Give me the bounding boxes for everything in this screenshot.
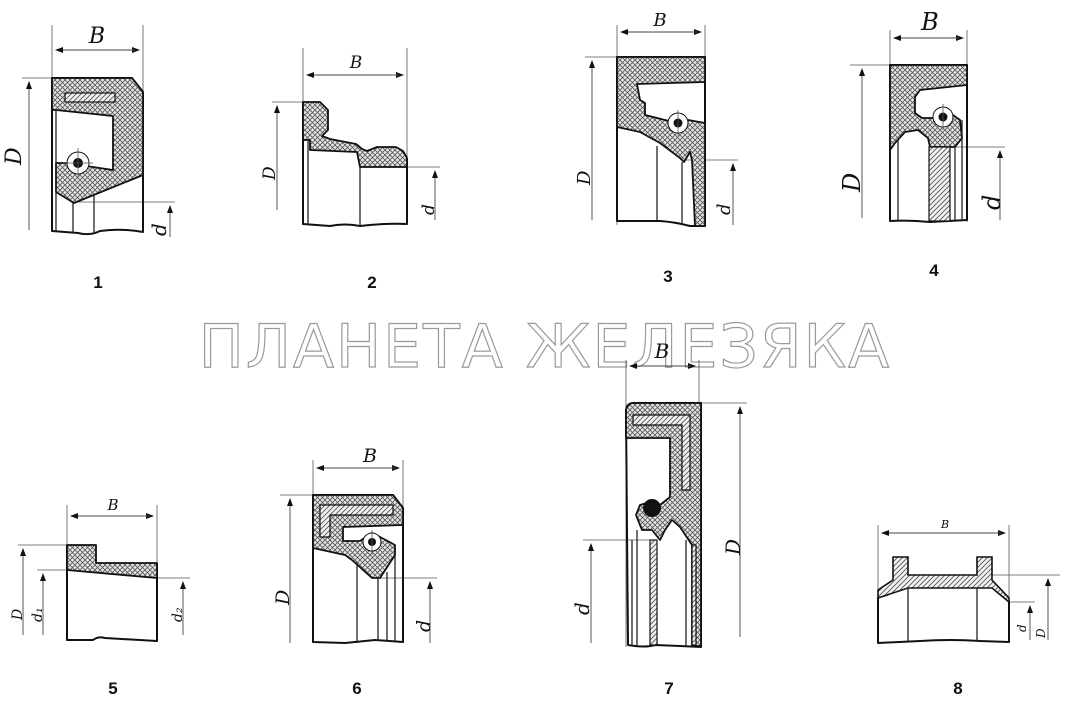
rubber-section — [66, 544, 158, 579]
figure-1: B D d 1 — [2, 24, 175, 292]
figure-number: 8 — [953, 679, 962, 698]
rubber-section — [302, 101, 408, 168]
figure-number: 4 — [929, 261, 939, 280]
label-d-inner: d — [413, 620, 435, 632]
figure-number: 6 — [352, 679, 361, 698]
rubber-section — [889, 64, 968, 151]
label-d1: d₁ — [30, 607, 46, 622]
label-d-outer: D — [574, 170, 595, 186]
label-d-inner: d — [714, 203, 735, 215]
figure-2: B D d 2 — [260, 48, 440, 292]
metal-insert — [64, 92, 116, 103]
label-d-inner: d — [1015, 624, 1029, 632]
label-b: B — [349, 53, 363, 73]
figure-number: 5 — [108, 679, 117, 698]
label-b: B — [88, 24, 105, 49]
label-b: B — [362, 445, 377, 467]
label-d-outer: D — [838, 173, 866, 193]
label-b: B — [106, 496, 118, 514]
rubber-section — [312, 494, 404, 579]
figure-number: 2 — [367, 273, 376, 292]
figure-7: B D d 7 — [570, 339, 747, 698]
spring-icon — [362, 530, 382, 555]
label-d-outer: D — [10, 609, 26, 621]
metal-insert — [928, 146, 951, 222]
spring-icon — [63, 148, 93, 178]
spring-icon — [667, 110, 689, 136]
figure-8: B D d 8 — [877, 518, 1060, 698]
label-b: B — [920, 8, 939, 36]
figure-3: B D d 3 — [574, 10, 738, 286]
label-b: B — [940, 518, 949, 531]
spring-icon — [643, 499, 661, 517]
figure-5: B D d₁ d₂ 5 — [10, 496, 190, 698]
label-d-outer: D — [272, 590, 294, 606]
label-d-inner: d — [147, 223, 171, 236]
label-d-outer: D — [1034, 628, 1048, 639]
label-b: B — [652, 10, 666, 31]
figure-4: B D d 4 — [838, 8, 1006, 280]
label-d-inner: d — [570, 602, 594, 615]
figure-number: 3 — [663, 267, 672, 286]
metal-insert — [319, 504, 394, 538]
label-b: B — [654, 339, 670, 363]
metal-insert — [632, 414, 691, 491]
figure-number: 7 — [664, 679, 673, 698]
label-d2: d₂ — [170, 607, 186, 622]
label-d-outer: D — [721, 539, 745, 556]
watermark: ПЛАНЕТА ЖЕЛЕЗЯКА — [199, 312, 891, 382]
figure-6: B D d 6 — [272, 445, 437, 698]
label-d-outer: D — [2, 147, 27, 166]
figure-number: 1 — [93, 273, 102, 292]
rubber-section — [877, 556, 1010, 604]
label-d-inner: d — [419, 204, 439, 215]
spring-icon — [932, 104, 954, 130]
label-d-outer: D — [260, 166, 280, 181]
rubber-section — [616, 56, 706, 227]
seal-body — [51, 77, 144, 236]
label-d-inner: d — [978, 195, 1006, 210]
